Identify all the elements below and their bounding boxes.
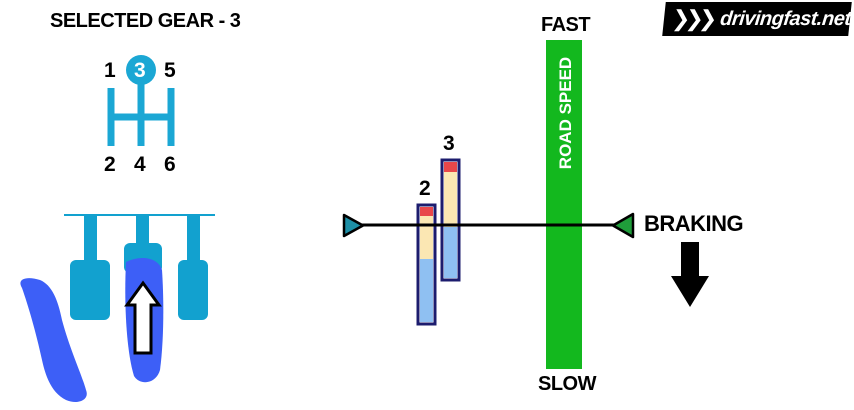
throttle-pedal: [178, 260, 208, 320]
gear-label-5: 5: [164, 59, 176, 82]
throttle-arm: [187, 215, 200, 265]
gear-label-2: 2: [104, 153, 116, 176]
gear-label-6: 6: [164, 153, 176, 176]
left-foot: [20, 278, 87, 402]
fast-label: FAST: [541, 14, 591, 36]
left-marker-icon: [342, 213, 365, 238]
road-speed-bar: [546, 40, 582, 369]
shift-gate: [107, 84, 175, 146]
gear-label-4: 4: [134, 153, 146, 176]
clutch-pedal: [70, 260, 110, 320]
braking-down-arrow-icon: [671, 242, 709, 307]
selected-gear-title: SELECTED GEAR - 3: [50, 10, 241, 32]
braking-label: BRAKING: [644, 211, 744, 236]
slow-label: SLOW: [538, 373, 597, 395]
gear-label-1: 1: [104, 59, 116, 82]
gear-label-3-selected: 3: [134, 59, 146, 82]
road-speed-label: ROAD SPEED: [556, 56, 575, 170]
right-marker-icon: [611, 212, 635, 239]
rev-bar-gear-2: [416, 203, 437, 326]
press-up-arrow-icon: [124, 280, 162, 355]
rev-bar-label-3: 3: [443, 132, 455, 155]
selected-gear-circle: [126, 55, 156, 85]
clutch-arm: [84, 215, 97, 265]
brake-arm: [136, 215, 149, 245]
rev-bar-label-2: 2: [419, 177, 431, 200]
rev-bar-gear-3: [440, 158, 461, 282]
